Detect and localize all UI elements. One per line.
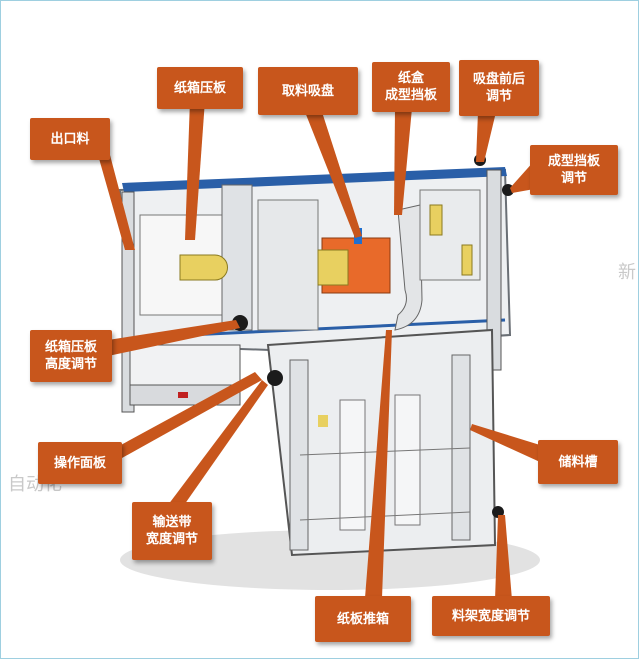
red-button [178,392,188,398]
callout-press-height-adjust: 纸箱压板 高度调节 [30,330,112,382]
inner-panel [257,199,319,331]
callout-paper-box-press: 纸箱压板 [157,67,243,109]
top-rail [122,167,507,192]
callout-conveyor-width-adjust: 输送带 宽度调节 [132,502,212,560]
callout-pick-suction: 取料吸盘 [258,67,358,115]
rack-slot-1 [339,399,366,531]
callout-outlet: 出口料 [30,118,110,160]
callout-control-panel: 操作面板 [38,442,122,484]
rack-right-rail [451,354,471,541]
callout-rack-width-adjust: 料架宽度调节 [432,596,550,636]
callout-suction-front-back-adjust: 吸盘前后 调节 [459,60,539,116]
rack-slot-2 [394,394,421,526]
yellow-block [179,254,228,281]
callout-storage-bin: 储料槽 [538,440,618,484]
right-post [486,169,502,371]
right-yellow-part-2 [461,244,473,276]
right-yellow-part [429,204,443,236]
press-column [221,184,253,331]
yellow-plate [317,249,349,286]
callout-box-form-stop: 纸盒 成型挡板 [372,62,450,112]
callout-forming-stop-adjust: 成型挡板 调节 [530,145,618,195]
callout-pointers [98,100,540,600]
rack-yellow-tab [318,415,328,427]
forming-stop-plate [394,204,423,331]
conveyor-knob [267,370,283,386]
watermark-right: 新 [618,262,636,283]
callout-cardboard-pusher: 纸板推箱 [315,596,411,642]
